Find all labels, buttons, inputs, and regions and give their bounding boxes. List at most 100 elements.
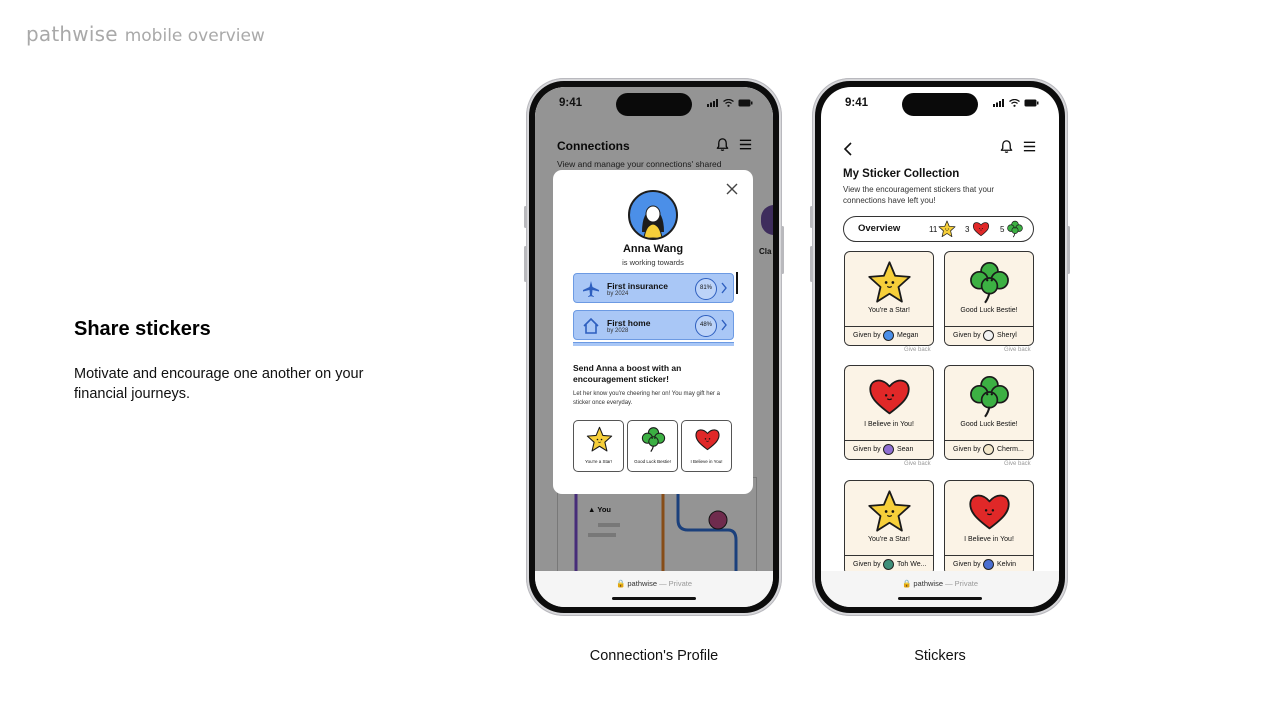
sticker-label: You're a Star! <box>868 536 910 543</box>
giver-name: Cherm... <box>997 446 1024 453</box>
giver-name: Megan <box>897 332 919 339</box>
profile-subtitle: is working towards <box>622 258 684 267</box>
page-subtitle: View the encouragement stickers that you… <box>843 185 995 205</box>
connections-title: Connections <box>557 139 630 153</box>
give-back-link[interactable]: Give back <box>904 347 931 353</box>
star-icon <box>938 220 956 238</box>
clover-icon <box>1006 220 1024 238</box>
connection-avatar[interactable] <box>761 205 773 235</box>
sticker-label: I Believe in You! <box>964 536 1014 543</box>
you-label: ▲ You <box>588 505 611 514</box>
wifi-icon <box>723 99 734 107</box>
sticker-card[interactable]: I Believe in You! Given by Kelvin <box>944 480 1034 571</box>
bell-icon[interactable] <box>999 139 1014 154</box>
url-suffix: — Private <box>945 579 979 588</box>
lock-icon: 🔒 <box>901 579 912 588</box>
feature-title: Share stickers <box>74 318 211 340</box>
avatar <box>883 330 894 341</box>
caption-stickers: Stickers <box>914 648 966 664</box>
given-by-label: Given by <box>853 332 881 339</box>
sticker-option-clover[interactable]: Good Luck Bestie! <box>627 420 678 472</box>
goal-title: First insurance <box>607 281 668 291</box>
clover-icon <box>640 426 667 453</box>
sticker-label: I Believe in You! <box>690 459 723 464</box>
signal-icon <box>707 99 718 107</box>
sticker-option-star[interactable]: You're a Star! <box>573 420 624 472</box>
sticker-label: You're a Star! <box>868 307 910 314</box>
connection-profile-modal: Anna Wang is working towards First insur… <box>553 170 753 494</box>
star-icon <box>867 489 912 534</box>
give-back-link[interactable]: Give back <box>904 461 931 467</box>
heart-icon <box>972 220 990 238</box>
caption-connection-profile: Connection's Profile <box>589 648 719 664</box>
giver-name: Sean <box>897 446 914 453</box>
goals-scrollbar[interactable] <box>736 272 738 294</box>
battery-icon <box>1024 99 1039 107</box>
goal-item[interactable]: First home by 2028 48% <box>573 310 734 340</box>
close-icon[interactable] <box>725 182 739 196</box>
brand-header: pathwise mobile overview <box>26 22 265 46</box>
battery-icon <box>738 99 753 107</box>
clover-icon <box>967 260 1012 305</box>
given-by-label: Given by <box>853 561 881 568</box>
given-by-label: Given by <box>953 446 981 453</box>
avatar <box>983 330 994 341</box>
connections-subtitle: View and manage your connections' shared <box>557 159 722 169</box>
star-icon <box>867 260 912 305</box>
sticker-card[interactable]: I Believe in You! Given by Sean <box>844 365 934 460</box>
goal-item-partial <box>573 342 734 346</box>
given-by-label: Given by <box>853 446 881 453</box>
clover-icon <box>967 374 1012 419</box>
sticker-label: Good Luck Bestie! <box>960 421 1018 428</box>
overview-summary[interactable]: Overview 11 3 5 <box>843 216 1034 242</box>
goal-date: by 2024 <box>607 291 629 297</box>
avatar <box>883 559 894 570</box>
airplane-icon <box>583 281 599 297</box>
status-time: 9:41 <box>845 97 869 109</box>
brand-logo: pathwise <box>26 22 118 46</box>
giver-name: Kelvin <box>997 561 1017 568</box>
connection-name: Cla <box>759 247 772 256</box>
goal-progress: 48% <box>695 315 717 337</box>
giver-name: Sheryl <box>997 332 1017 339</box>
sticker-card[interactable]: You're a Star! Given by Megan <box>844 251 934 346</box>
url-suffix: — Private <box>659 579 693 588</box>
house-icon <box>583 317 599 334</box>
home-indicator[interactable] <box>898 597 982 600</box>
phone-connection-profile: Connections View and manage your connect… <box>524 78 784 616</box>
boost-title: Send Anna a boost with an encouragement … <box>573 363 682 384</box>
page-title: My Sticker Collection <box>843 168 960 180</box>
give-back-link[interactable]: Give back <box>1004 461 1031 467</box>
avatar <box>983 559 994 570</box>
status-bar: 9:41 <box>821 87 1059 123</box>
boost-description: Let her know you're cheering her on! You… <box>573 391 720 406</box>
lock-icon: 🔒 <box>615 579 626 588</box>
sticker-option-heart[interactable]: I Believe in You! <box>681 420 732 472</box>
sticker-label: Good Luck Bestie! <box>634 459 671 464</box>
given-by-label: Given by <box>953 332 981 339</box>
goal-title: First home <box>607 318 651 328</box>
heart-count: 3 <box>965 225 970 234</box>
goal-date: by 2028 <box>607 328 629 334</box>
menu-icon[interactable] <box>1022 139 1037 154</box>
sticker-card[interactable]: Good Luck Bestie! Given by Cherm... <box>944 365 1034 460</box>
given-by-label: Given by <box>953 561 981 568</box>
browser-url-bar[interactable]: 🔒 pathwise — Private <box>535 571 773 607</box>
goal-progress: 81% <box>695 278 717 300</box>
heart-icon <box>694 426 721 453</box>
url-domain: pathwise <box>627 579 657 588</box>
sticker-grid[interactable]: You're a Star! Given by Megan Give back G… <box>821 251 1059 571</box>
browser-url-bar[interactable]: 🔒 pathwise — Private <box>821 571 1059 607</box>
home-indicator[interactable] <box>612 597 696 600</box>
star-count: 11 <box>929 225 938 234</box>
goal-item[interactable]: First insurance by 2024 81% <box>573 273 734 303</box>
feature-description: Motivate and encourage one another on yo… <box>74 366 364 402</box>
give-back-link[interactable]: Give back <box>1004 347 1031 353</box>
sticker-collection-screen: My Sticker Collection View the encourage… <box>821 87 1059 607</box>
back-arrow-icon[interactable] <box>843 142 853 156</box>
wifi-icon <box>1009 99 1020 107</box>
sticker-label: I Believe in You! <box>864 421 914 428</box>
chevron-right-icon <box>721 319 727 331</box>
